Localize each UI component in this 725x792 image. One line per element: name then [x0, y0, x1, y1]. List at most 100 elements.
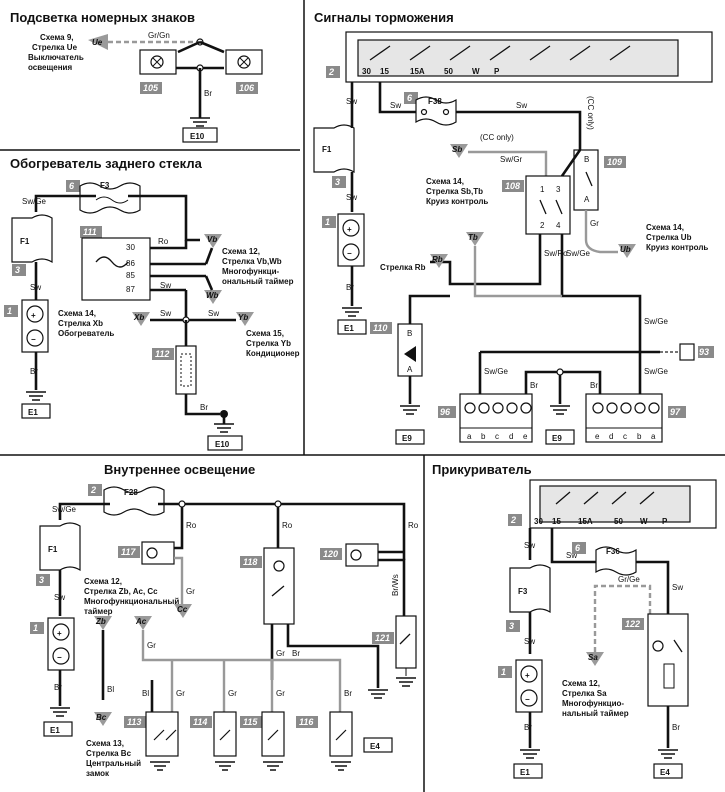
svg-text:F38: F38 [428, 97, 442, 106]
svg-text:15: 15 [552, 517, 561, 526]
wire-gr-gn: Gr/Gn [148, 31, 170, 40]
svg-text:Центральный: Центральный [86, 759, 141, 768]
svg-text:Ub: Ub [620, 245, 631, 254]
svg-text:+: + [31, 311, 36, 320]
fuse-f3-box [79, 182, 141, 214]
svg-text:Sw/Ro: Sw/Ro [544, 249, 568, 258]
svg-text:Схема 14,: Схема 14, [646, 223, 684, 232]
arrow-vb-icon [204, 234, 222, 248]
heater-grid-icon [180, 353, 192, 387]
svg-text:3: 3 [39, 575, 44, 585]
svg-text:E4: E4 [370, 742, 380, 751]
svg-text:Схема 12,: Схема 12, [562, 679, 600, 688]
svg-text:Стрелка Bc: Стрелка Bc [86, 749, 132, 758]
svg-text:Sw: Sw [524, 541, 535, 550]
svg-text:F28: F28 [124, 488, 138, 497]
svg-text:1: 1 [7, 306, 12, 316]
switch-109 [573, 149, 599, 211]
licence-ref-4: освещения [28, 63, 72, 72]
svg-text:ональный таймер: ональный таймер [222, 277, 294, 286]
fuse-f38-box [415, 96, 457, 126]
arrow-sa-icon [586, 652, 604, 666]
svg-text:Br: Br [672, 723, 680, 732]
svg-text:c: c [495, 432, 499, 441]
svg-text:118: 118 [243, 557, 257, 567]
svg-text:110: 110 [373, 323, 387, 333]
svg-text:Br: Br [54, 683, 62, 692]
door-switch-121 [395, 615, 417, 669]
svg-text:W: W [472, 67, 480, 76]
rear-heater-section: Обогреватель заднего стекла 6 F3 Sw/Ge F… [4, 156, 300, 451]
svg-text:Ro: Ro [408, 521, 419, 530]
fuse-f1-interior-box [39, 522, 81, 572]
rear-wire-swge: Sw/Ge [22, 197, 47, 206]
arrow-ue-icon [88, 34, 108, 50]
svg-text:Br: Br [344, 689, 352, 698]
svg-text:a: a [651, 432, 656, 441]
svg-text:Bc: Bc [96, 713, 107, 722]
svg-text:1: 1 [540, 185, 545, 194]
svg-text:3: 3 [509, 621, 514, 631]
svg-text:E9: E9 [552, 434, 562, 443]
svg-text:2: 2 [540, 221, 545, 230]
svg-text:E10: E10 [215, 440, 230, 449]
svg-text:Sw/Ge: Sw/Ge [644, 367, 669, 376]
svg-text:F3: F3 [100, 181, 110, 190]
brake-section: Сигналы торможения 30 15 15A 50 W P 2 Sw… [313, 10, 714, 445]
svg-text:6: 6 [69, 181, 75, 191]
arrow-ue-label: Ue [92, 38, 103, 47]
svg-text:3: 3 [15, 265, 20, 275]
rear-lamp-97 [585, 393, 663, 443]
door-switch-114 [213, 711, 237, 757]
connector-93 [679, 343, 695, 361]
svg-text:120: 120 [323, 549, 338, 559]
arrow-zb-icon [94, 616, 112, 630]
arrow-cc-icon [174, 604, 192, 618]
svg-text:Gr: Gr [590, 219, 599, 228]
svg-text:Gr: Gr [147, 641, 156, 650]
svg-text:d: d [609, 432, 613, 441]
svg-text:15A: 15A [578, 517, 593, 526]
svg-text:Стрелка Vb,Wb: Стрелка Vb,Wb [222, 257, 282, 266]
svg-text:Sw: Sw [346, 193, 357, 202]
lighter-122 [647, 613, 689, 707]
svg-text:Vb: Vb [207, 235, 217, 244]
svg-text:108: 108 [505, 181, 520, 191]
svg-text:−: − [31, 335, 36, 344]
svg-text:30: 30 [534, 517, 543, 526]
svg-text:E1: E1 [344, 324, 354, 333]
svg-text:2: 2 [510, 515, 516, 525]
svg-text:Bl: Bl [142, 689, 149, 698]
svg-text:105: 105 [143, 83, 159, 93]
svg-text:30: 30 [362, 67, 371, 76]
svg-text:Sw: Sw [208, 309, 219, 318]
lamp-106 [225, 49, 263, 75]
heater-element-112 [175, 345, 197, 395]
svg-text:Sw: Sw [160, 281, 171, 290]
svg-text:Схема 12,: Схема 12, [222, 247, 260, 256]
interior-section: Внутреннее освещение 2 F28 Sw/Ge Ro Ro R… [30, 462, 419, 778]
door-switch-113 [145, 711, 179, 757]
svg-text:111: 111 [83, 227, 97, 237]
svg-text:114: 114 [193, 717, 207, 727]
lamp-118 [263, 547, 295, 625]
svg-text:106: 106 [239, 83, 255, 93]
svg-text:E1: E1 [520, 768, 530, 777]
svg-text:+: + [347, 225, 352, 234]
svg-text:B: B [407, 329, 412, 338]
svg-text:A: A [584, 195, 590, 204]
lamp-117 [141, 541, 175, 565]
svg-text:Br: Br [30, 367, 38, 376]
door-switch-115 [261, 711, 285, 757]
svg-text:97: 97 [670, 407, 681, 417]
licence-ref-1: Схема 9, [40, 33, 74, 42]
svg-text:таймер: таймер [84, 607, 113, 616]
licence-ref-2: Стрелка Ue [32, 43, 78, 52]
door-switch-116 [329, 711, 353, 757]
svg-text:−: − [57, 653, 62, 662]
svg-text:Стрелка Sb,Tb: Стрелка Sb,Tb [426, 187, 483, 196]
svg-text:117: 117 [121, 547, 136, 557]
ground-e10-label: E10 [190, 132, 205, 141]
svg-text:F1: F1 [322, 145, 332, 154]
